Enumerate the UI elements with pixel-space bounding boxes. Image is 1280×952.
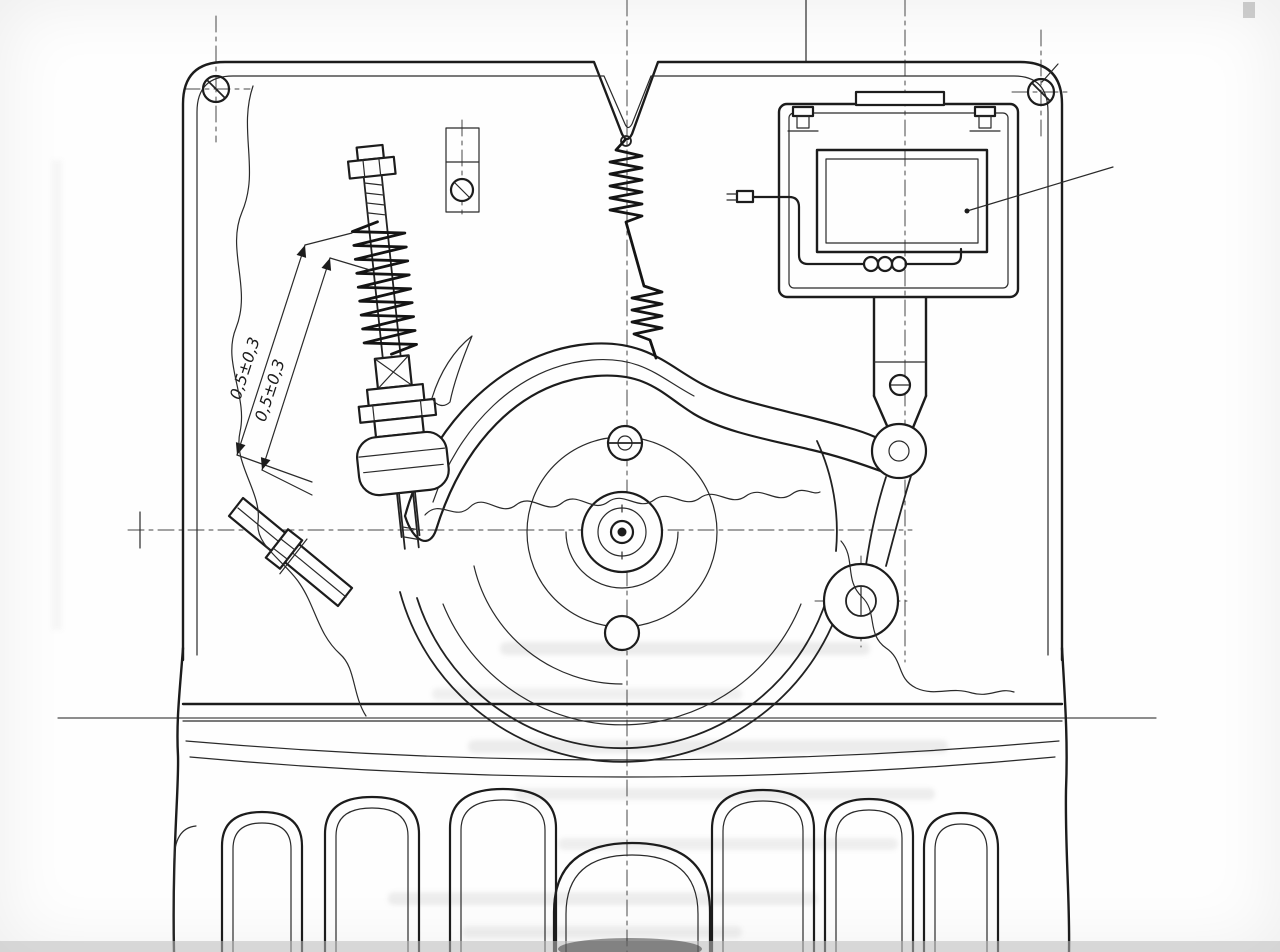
corner-screw-top-right [1026,77,1056,107]
dimension-annotations: 0,5±0,3 0,5±0,3 [226,232,371,496]
box-bolt-right [969,105,1001,132]
centerlines [57,0,1157,952]
rod-spring-coil [350,220,418,356]
pawl [431,335,473,407]
box-window [815,148,989,254]
plate-nut [264,528,308,575]
rotor-disc [399,436,845,763]
support-bracket [872,296,928,432]
hub-hole [603,614,641,652]
pivot-bearing [865,422,928,567]
box-bolt-left [787,105,819,132]
corner-screw-top-left [201,74,231,104]
mount-plate [227,496,354,608]
hub [565,424,679,652]
dimension-label-1: 0,5±0,3 [251,357,289,424]
break-lines [231,85,1015,717]
wire-lead [726,189,963,273]
tension-spring [608,135,664,360]
housing-body [181,60,1064,722]
terminal-box [726,90,1114,299]
spring-rod-assembly [346,143,450,550]
box-tab [854,90,946,107]
base-skirt [172,646,1071,952]
skirt-arch [220,787,1000,952]
adjuster-wheel [822,562,900,640]
boss-block [445,127,480,213]
hub-screw [606,424,644,462]
leader-line [964,166,1114,214]
